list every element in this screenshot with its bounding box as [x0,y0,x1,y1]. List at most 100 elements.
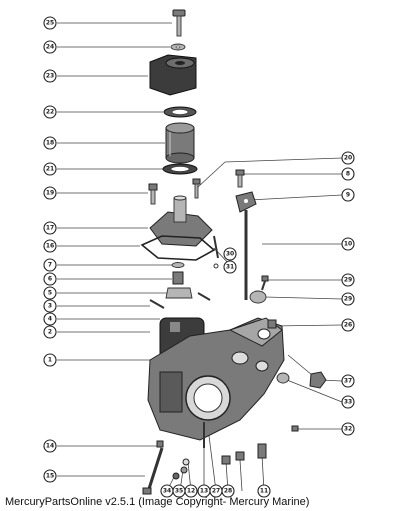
svg-text:29: 29 [344,296,352,303]
callout-7: 7 [43,258,57,272]
callout-3: 3 [43,299,57,313]
callout-4: 4 [43,312,57,326]
callout-12: 12 [184,484,198,498]
svg-text:31: 31 [226,264,234,271]
clip-31 [213,263,219,269]
svg-text:8: 8 [346,171,350,178]
screw-20 [192,178,201,199]
callout-25: 25 [43,16,57,30]
svg-text:22: 22 [46,109,54,116]
callout-6: 6 [43,272,57,286]
svg-text:20: 20 [344,155,352,162]
screw-14 [156,440,164,448]
pin-3 [149,299,165,309]
callout-33: 33 [341,395,355,409]
callout-23: 23 [43,69,57,83]
lever-9 [235,191,257,213]
filter-element-18 [165,122,195,164]
callout-2: 2 [43,325,57,339]
svg-text:17: 17 [46,225,54,232]
callout-9: 9 [341,188,355,202]
svg-text:34: 34 [163,488,171,495]
svg-text:9: 9 [346,192,350,199]
plug-27 [221,455,231,465]
washer-34 [172,472,180,480]
callout-32: 32 [341,422,355,436]
callout-31: 31 [223,260,237,274]
svg-text:10: 10 [344,241,352,248]
washer-7 [171,262,185,268]
svg-text:21: 21 [46,166,54,173]
svg-text:32: 32 [344,426,352,433]
callout-24: 24 [43,40,57,54]
nut-37 [309,371,327,389]
callout-5: 5 [43,286,57,300]
valve-6 [172,271,184,285]
svg-text:13: 13 [200,488,208,495]
callout-17: 17 [43,221,57,235]
callout-28: 28 [221,484,235,498]
callout-8: 8 [341,167,355,181]
callout-15: 15 [43,469,57,483]
svg-text:3: 3 [48,303,52,310]
svg-text:30: 30 [226,251,234,258]
svg-text:16: 16 [46,243,54,250]
plug-28 [235,451,245,461]
callout-11: 11 [257,484,271,498]
bracket-5 [165,287,193,299]
svg-text:29: 29 [344,277,352,284]
washer-24 [170,43,186,51]
gasket-16 [140,235,216,261]
plug-29-lower [249,290,267,304]
svg-text:11: 11 [260,488,268,495]
cover-17 [149,195,213,247]
pin-4 [197,292,211,301]
svg-text:25: 25 [46,20,54,27]
gasket-22 [163,106,197,118]
svg-text:37: 37 [344,378,352,385]
leader-lines [57,22,343,492]
solenoid-cap-23 [149,54,197,96]
spring-11 [257,443,267,459]
svg-text:19: 19 [46,190,54,197]
screw-25 [172,9,186,37]
svg-text:4: 4 [48,316,52,323]
callout-19: 19 [43,186,57,200]
image-caption: MercuryPartsOnline v2.5.1 (Image Copyrig… [5,496,310,508]
svg-text:2: 2 [48,329,52,336]
spring-32 [291,425,299,432]
bolt-15 [142,447,164,495]
screw-8 [235,169,245,188]
screw-29-upper [261,275,269,291]
callout-21: 21 [43,162,57,176]
callout-16: 16 [43,239,57,253]
svg-text:14: 14 [46,443,54,450]
callout-29-lower: 29 [341,292,355,306]
svg-text:6: 6 [48,276,52,283]
callout-1: 1 [43,353,57,367]
callout-26: 26 [341,318,355,332]
svg-text:7: 7 [48,262,52,269]
svg-text:24: 24 [46,44,54,51]
svg-text:33: 33 [344,399,352,406]
svg-text:26: 26 [344,322,352,329]
callout-34: 34 [160,484,174,498]
svg-text:28: 28 [224,488,232,495]
svg-text:15: 15 [46,473,54,480]
callout-30: 30 [223,247,237,261]
callout-10: 10 [341,237,355,251]
svg-text:27: 27 [212,488,220,495]
callout-18: 18 [43,136,57,150]
plug-26 [267,319,277,329]
plug-33 [276,372,290,384]
screw-19 [148,183,158,205]
jet-12 [182,458,190,466]
svg-text:35: 35 [175,488,183,495]
callout-14: 14 [43,439,57,453]
callout-37: 37 [341,374,355,388]
callout-22: 22 [43,105,57,119]
callout-29-upper: 29 [341,273,355,287]
gasket-21 [162,163,198,175]
